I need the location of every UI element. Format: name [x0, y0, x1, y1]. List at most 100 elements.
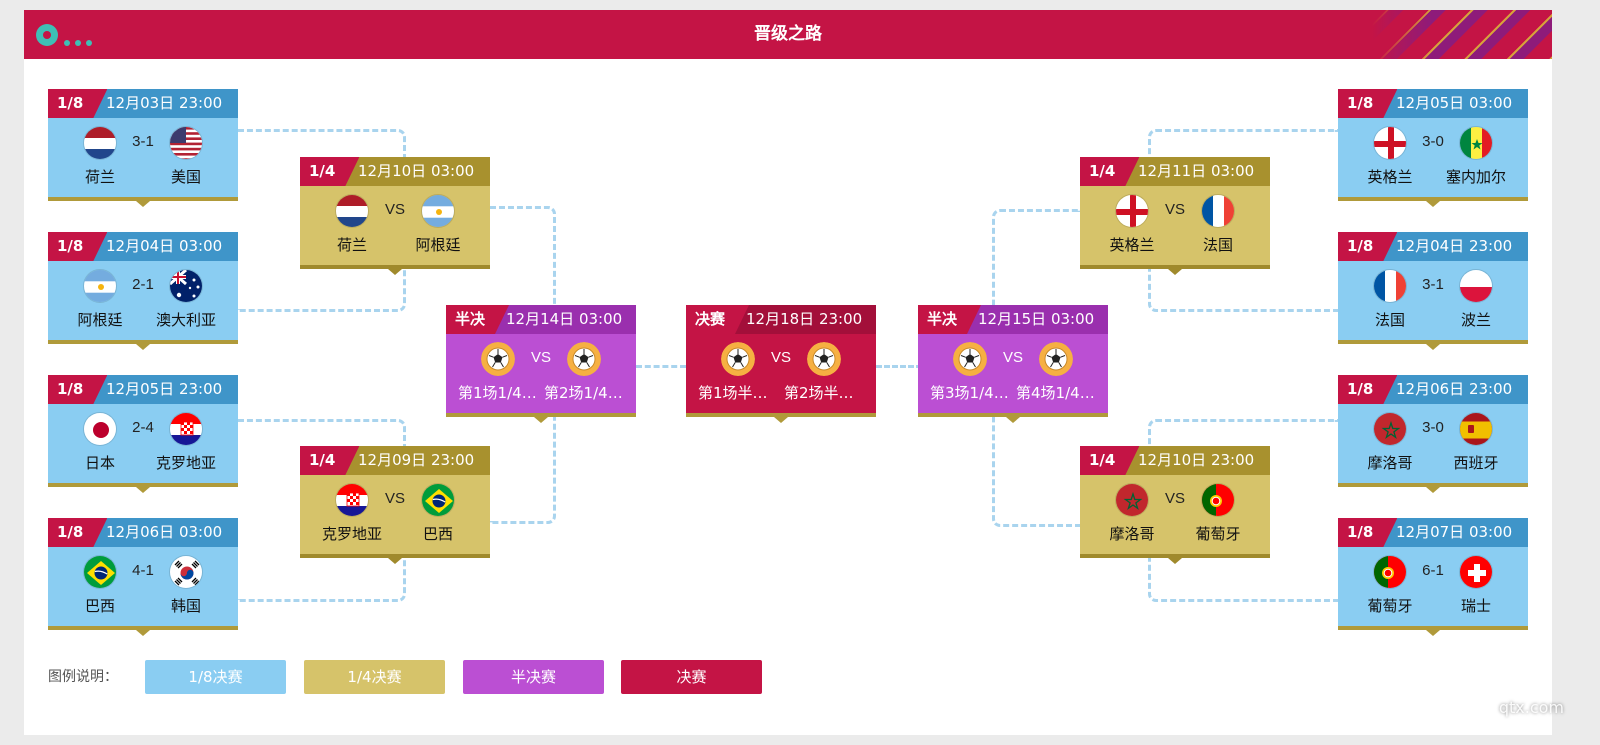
- argentina-flag: [421, 194, 455, 228]
- home-team-name: 摩洛哥: [1367, 454, 1413, 472]
- match-time: 12月04日 03:00: [106, 237, 223, 255]
- home-team-name: 克罗地亚: [321, 525, 382, 543]
- away-team-name: 巴西: [422, 525, 453, 543]
- card-notch: [774, 417, 788, 423]
- away-team-name: 韩国: [170, 597, 201, 615]
- match-score: 2-1: [132, 276, 154, 293]
- card-notch: [388, 558, 402, 564]
- stage-badge: 半决: [446, 305, 509, 334]
- card-notch: [388, 269, 402, 275]
- legend-item-sf: 半决赛: [463, 660, 604, 694]
- netherlands-flag: [335, 194, 369, 228]
- away-team-name: 克罗地亚: [155, 454, 216, 472]
- card-notch: [136, 201, 150, 207]
- match-time: 12月05日 03:00: [1396, 94, 1513, 112]
- card-notch: [136, 630, 150, 636]
- stage-badge: 半决: [918, 305, 981, 334]
- match-time: 12月14日 03:00: [506, 310, 623, 328]
- dots-icon: [64, 31, 97, 50]
- away-team-name: 塞内加尔: [1445, 168, 1506, 186]
- match-time: 12月10日 03:00: [358, 162, 475, 180]
- match-score: VS: [1164, 201, 1185, 218]
- football-icon: [721, 342, 755, 376]
- header-stripes-decoration: [1372, 10, 1552, 59]
- card-notch: [1426, 201, 1440, 207]
- portugal-flag: [1373, 555, 1407, 589]
- match-time: 12月09日 23:00: [358, 451, 475, 469]
- stage-badge: 1/8: [48, 232, 107, 261]
- match-score: VS: [384, 490, 405, 507]
- away-team-name: 瑞士: [1460, 597, 1491, 615]
- home-team-name: 荷兰: [84, 168, 115, 186]
- away-team-name: 法国: [1202, 236, 1233, 254]
- stage-badge: 1/8: [1338, 518, 1397, 547]
- spain-flag: [1459, 412, 1493, 446]
- match-score: VS: [770, 349, 791, 366]
- croatia-flag: [169, 412, 203, 446]
- croatia-flag: [335, 483, 369, 517]
- match-score: 3-1: [1422, 276, 1444, 293]
- football-logo-icon: [36, 24, 58, 46]
- card-notch: [1168, 269, 1182, 275]
- header-bar: 晋级之路: [24, 10, 1552, 59]
- match-score: VS: [1164, 490, 1185, 507]
- match-score: VS: [1002, 349, 1023, 366]
- korea-flag: [169, 555, 203, 589]
- stage-badge: 1/4: [1080, 446, 1139, 475]
- match-time: 12月05日 23:00: [106, 380, 223, 398]
- football-icon: [567, 342, 601, 376]
- match-time: 12月04日 23:00: [1396, 237, 1513, 255]
- legend-label: 图例说明：: [48, 669, 118, 685]
- card-notch: [136, 487, 150, 493]
- away-team-name: 第2场半决赛胜者: [784, 384, 864, 402]
- home-team-name: 日本: [84, 454, 115, 472]
- page-title: 晋级之路: [754, 24, 822, 44]
- home-team-name: 第1场半决赛胜者: [698, 384, 778, 402]
- football-icon: [481, 342, 515, 376]
- stage-badge: 1/4: [300, 157, 359, 186]
- match-time: 12月11日 03:00: [1138, 162, 1255, 180]
- brazil-flag: [83, 555, 117, 589]
- stage-badge: 1/8: [48, 375, 107, 404]
- home-team-name: 英格兰: [1109, 236, 1155, 254]
- card-notch: [1426, 487, 1440, 493]
- home-team-name: 阿根廷: [77, 311, 123, 329]
- match-score: 6-1: [1422, 562, 1444, 579]
- poland-flag: [1459, 269, 1493, 303]
- match-score: 3-0: [1422, 419, 1444, 436]
- morocco-flag: [1373, 412, 1407, 446]
- connector: [876, 365, 922, 368]
- stage-badge: 决赛: [686, 305, 749, 334]
